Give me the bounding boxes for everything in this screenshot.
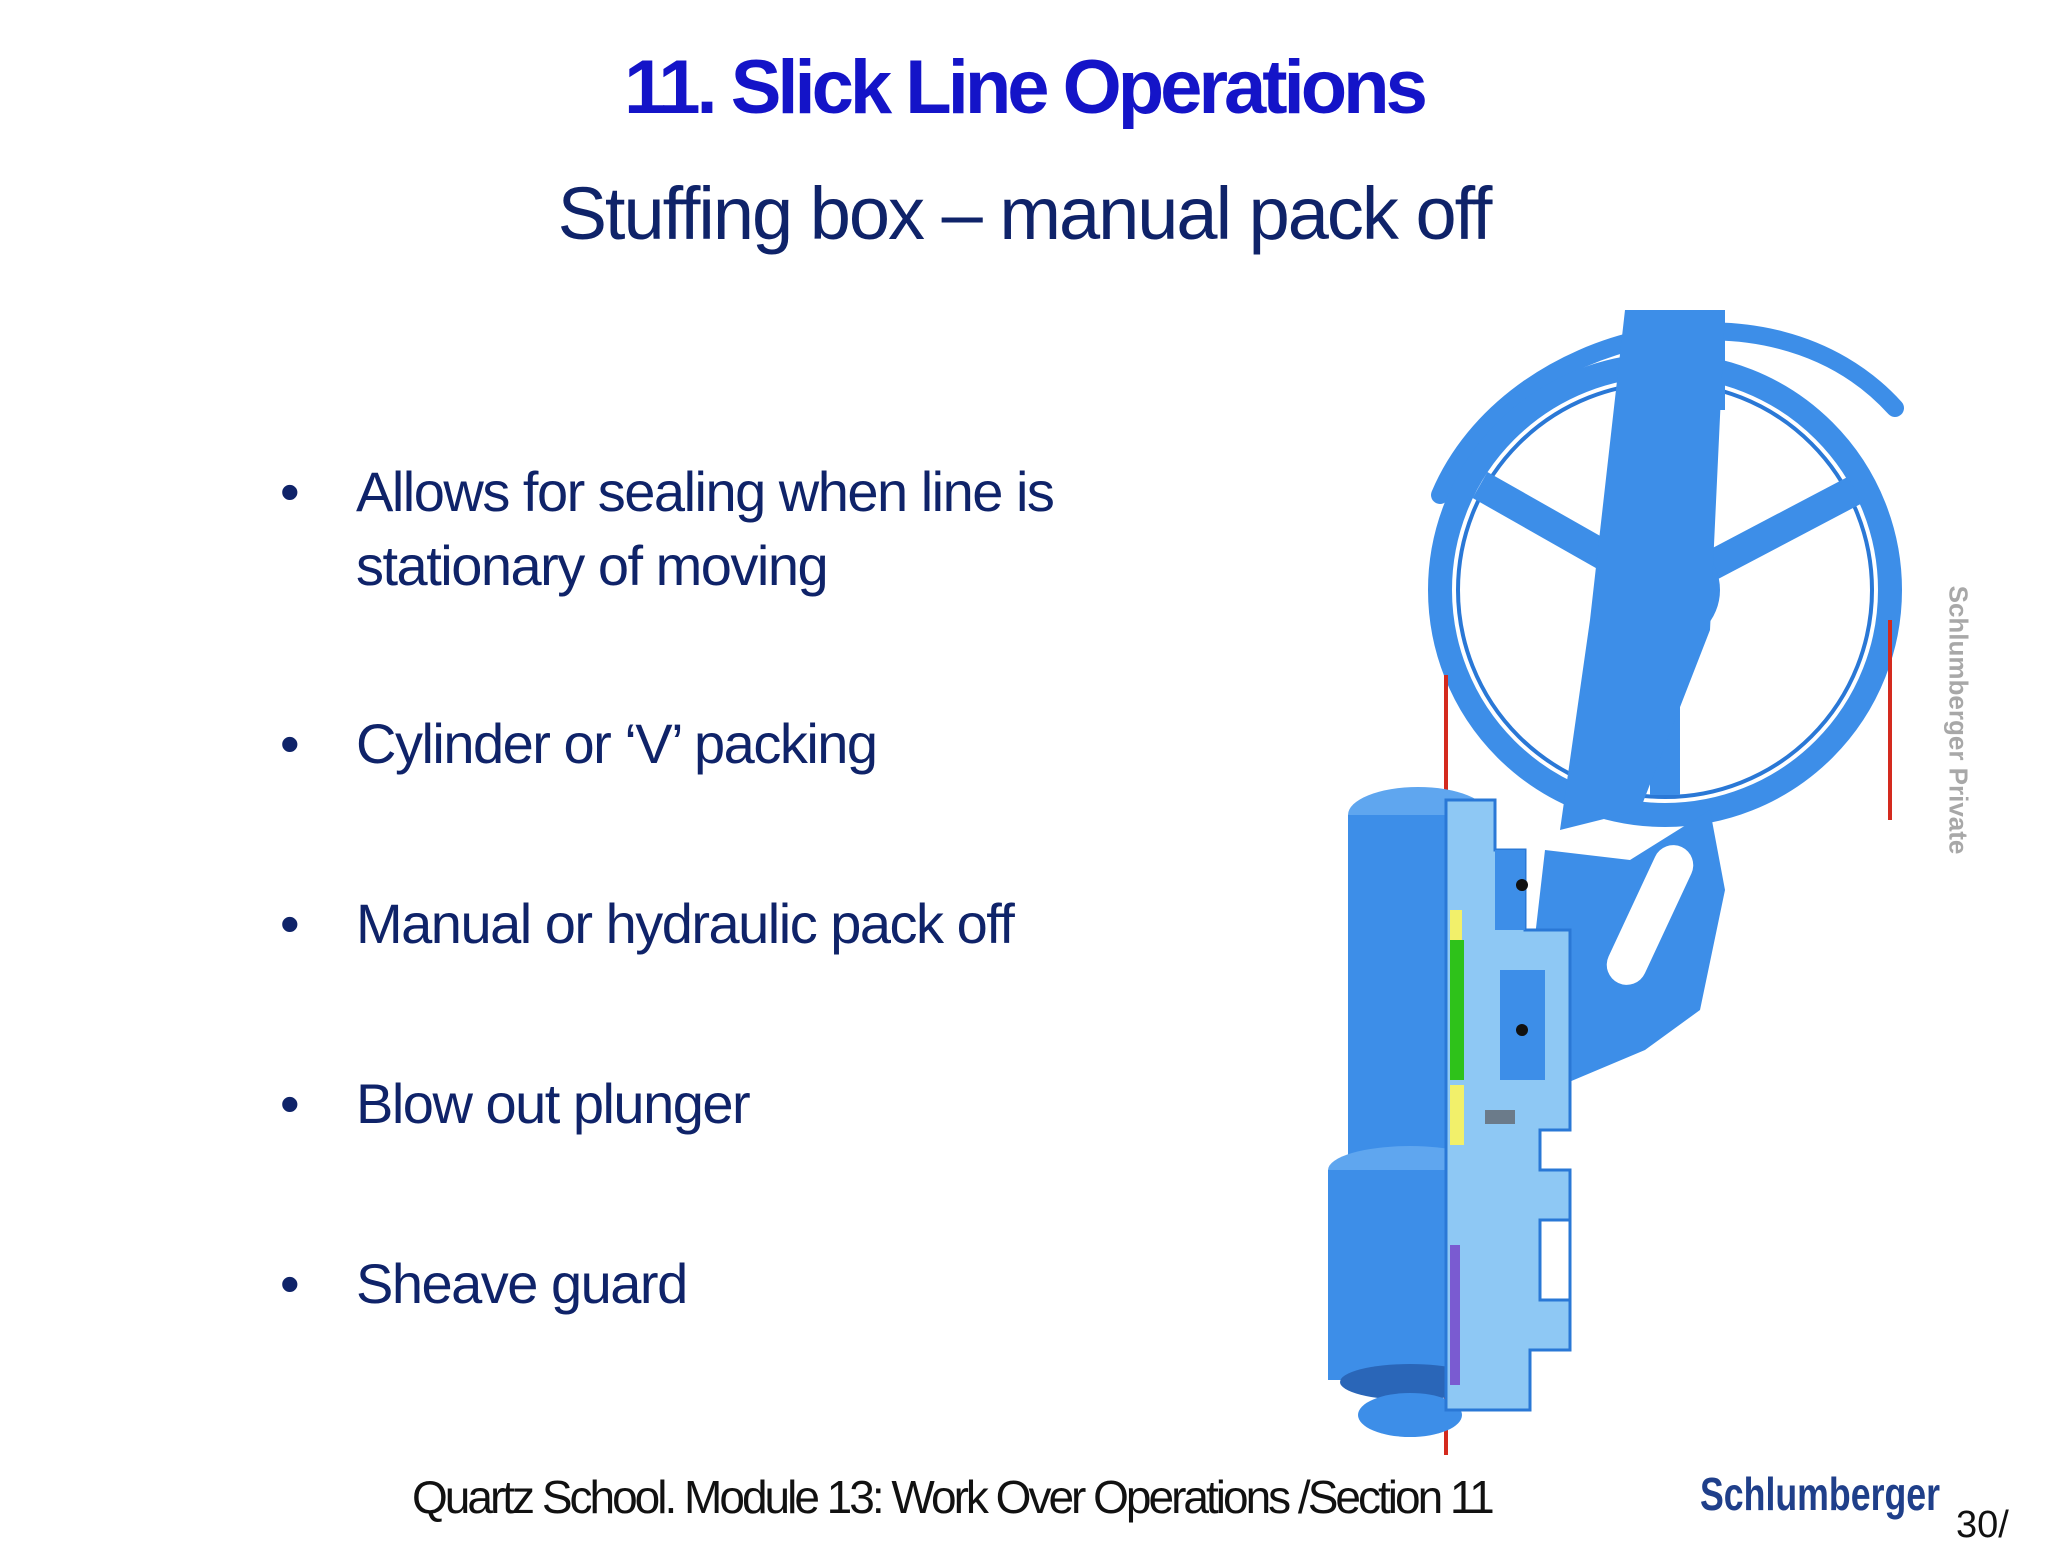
bullet-text: Allows for sealing when line is stationa… (356, 460, 1055, 597)
logo-text: Schlumberger (1700, 1468, 1940, 1520)
bullet-item: • Manual or hydraulic pack off (280, 887, 1140, 961)
stuffing-box-diagram (1328, 310, 1904, 1455)
bullet-dot-icon: • (280, 1072, 300, 1135)
bullet-item: • Sheave guard (280, 1247, 1140, 1321)
bullet-item: • Allows for sealing when line is statio… (280, 455, 1140, 603)
bullet-text: Manual or hydraulic pack off (356, 892, 1015, 955)
bullet-text: Sheave guard (356, 1252, 688, 1315)
bullet-dot-icon: • (280, 712, 300, 775)
bullet-dot-icon: • (280, 892, 300, 955)
slide-title: 11. Slick Line Operations (624, 45, 1428, 130)
footer-text: Quartz School. Module 13: Work Over Oper… (412, 1471, 1495, 1523)
bullet-text: Cylinder or ‘V’ packing (356, 712, 878, 775)
bullet-item: • Cylinder or ‘V’ packing (280, 707, 1140, 781)
schlumberger-logo: Schlumberger (1700, 1468, 1940, 1520)
watermark-text: Schlumberger Private (1943, 585, 1974, 855)
bullet-dot-icon: • (280, 1252, 300, 1315)
stuffing-box-body (1328, 787, 1572, 1437)
bullet-item: • Blow out plunger (280, 1067, 1140, 1141)
bullet-list: • Allows for sealing when line is statio… (280, 455, 1140, 1321)
page-number: 30/ (1956, 1504, 2009, 1546)
bullet-text: Blow out plunger (356, 1072, 751, 1135)
slide-subtitle: Stuffing box – manual pack off (557, 172, 1493, 255)
bullet-dot-icon: • (280, 460, 300, 523)
sheave-arm (1530, 310, 1725, 1090)
